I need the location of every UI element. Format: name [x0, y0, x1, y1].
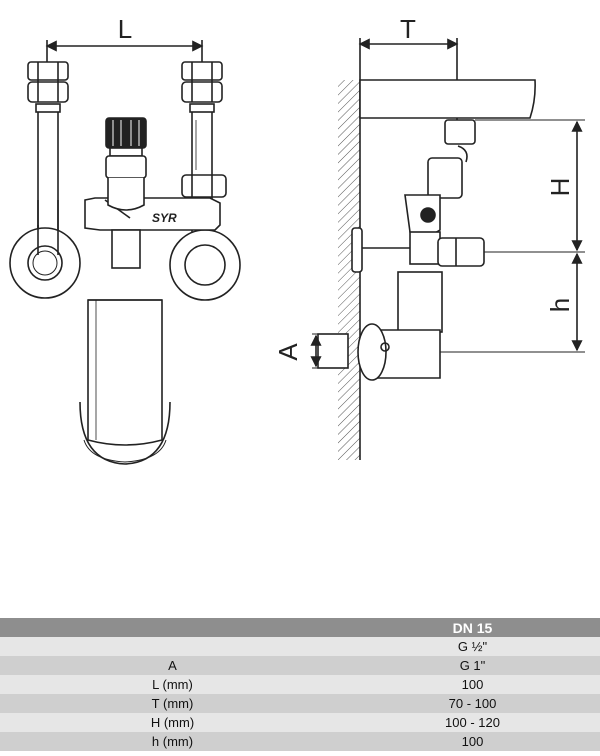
label-L: L	[118, 14, 132, 44]
lower-funnel	[317, 271, 443, 381]
upper-rosette	[351, 227, 410, 273]
spec-row-value: 100 - 120	[345, 713, 600, 732]
dimension-A	[310, 333, 330, 369]
spec-row: h (mm) 100	[0, 732, 600, 751]
spec-row-value: 70 - 100	[345, 694, 600, 713]
front-view: SYR	[9, 40, 241, 465]
spec-row-label: H (mm)	[0, 713, 345, 732]
dimension-h	[440, 251, 585, 353]
spec-table: DN 15 G ½" A G 1" L (mm) 100 T (mm) 70 -…	[0, 618, 600, 751]
spec-row: A G 1"	[0, 656, 600, 675]
label-h: h	[545, 298, 575, 312]
spec-row: H (mm) 100 - 120	[0, 713, 600, 732]
brand-mark: SYR	[152, 211, 177, 225]
label-H: H	[545, 178, 575, 197]
spec-row-label: A	[0, 656, 345, 675]
spec-row-value: 100	[345, 732, 600, 751]
spec-row-label: h (mm)	[0, 732, 345, 751]
drain-funnel	[79, 299, 171, 465]
valve-head	[105, 117, 147, 211]
label-A: A	[273, 343, 303, 361]
spec-row-label: T (mm)	[0, 694, 345, 713]
spec-row-label: L (mm)	[0, 675, 345, 694]
spec-row-value: G 1"	[345, 656, 600, 675]
technical-drawing: SYR	[9, 14, 585, 465]
spec-row-label	[0, 637, 345, 656]
spec-header-dn: DN 15	[345, 618, 600, 637]
spec-row-value: 100	[345, 675, 600, 694]
left-union-nut	[27, 61, 69, 113]
wash-basin	[359, 79, 536, 119]
right-wall-rosette	[169, 229, 241, 301]
spec-header-row: DN 15	[0, 618, 600, 637]
right-union-nut	[181, 61, 223, 113]
dimension-L	[45, 40, 204, 62]
spec-row: T (mm) 70 - 100	[0, 694, 600, 713]
left-wall-rosette	[9, 200, 81, 299]
spec-row: G ½"	[0, 637, 600, 656]
spec-row: L (mm) 100	[0, 675, 600, 694]
upper-fitting	[404, 119, 485, 267]
side-view	[310, 38, 585, 460]
spec-header-blank	[0, 618, 345, 637]
label-T: T	[400, 14, 416, 44]
spec-row-value: G ½"	[345, 637, 600, 656]
